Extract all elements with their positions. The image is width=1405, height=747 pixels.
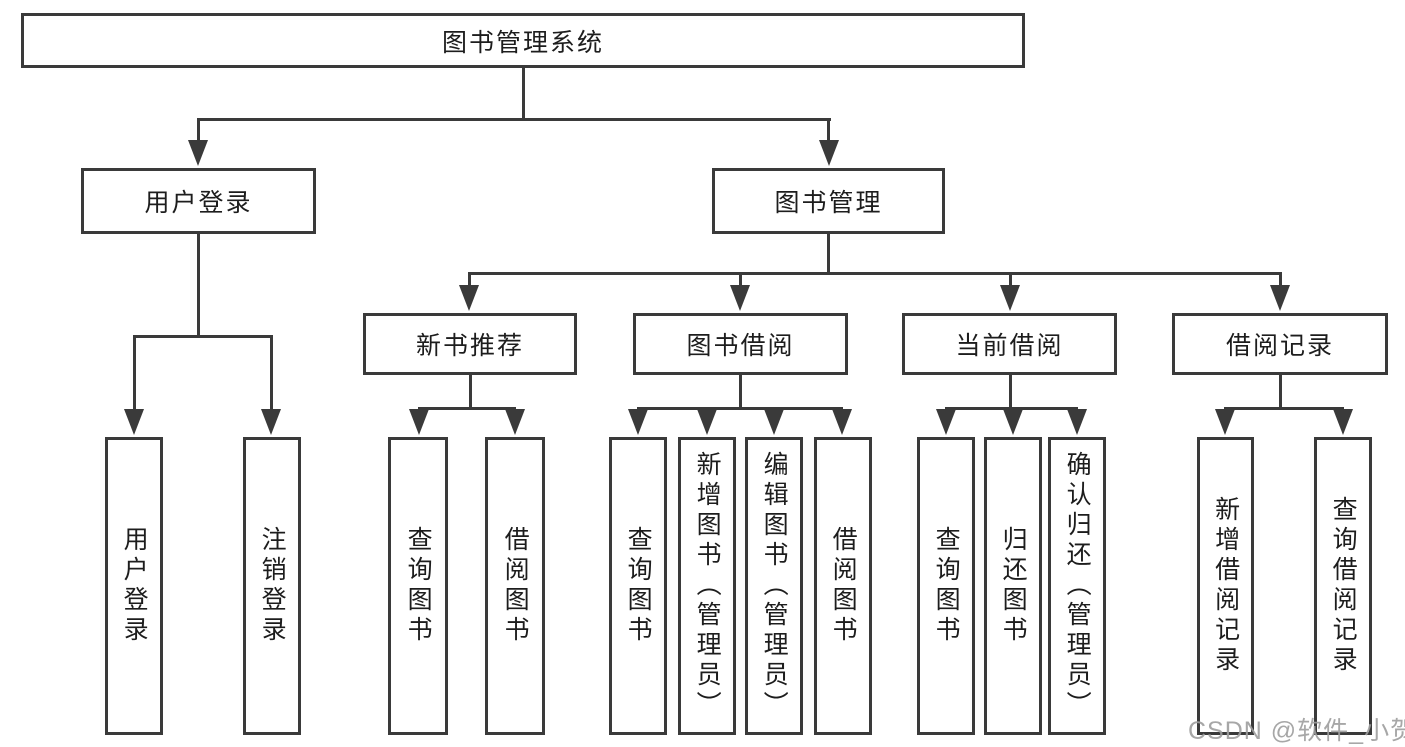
arrow-down-icon — [730, 285, 750, 311]
arrow-down-icon — [505, 409, 525, 435]
node-label: 用户登录 — [120, 526, 149, 646]
arrow-down-icon — [936, 409, 956, 435]
node-current-borrow: 当前借阅 — [902, 313, 1117, 375]
connector-line — [468, 272, 1282, 275]
arrow-down-icon — [409, 409, 429, 435]
csdn-watermark: CSDN @软件_小贺同学 — [1188, 717, 1405, 745]
node-label: 新书推荐 — [415, 332, 524, 360]
leaf-confirm-return-admin: 确认归还（管理员） — [1048, 437, 1106, 735]
arrow-down-icon — [1333, 409, 1353, 435]
node-label: 图书管理 — [774, 189, 883, 217]
arrow-down-icon — [819, 140, 839, 166]
arrow-down-icon — [124, 409, 144, 435]
leaf-edit-book-admin: 编辑图书（管理员） — [745, 437, 803, 735]
connector-stem — [197, 118, 200, 143]
node-label: 图书借阅 — [686, 332, 795, 360]
node-root: 图书管理系统 — [21, 13, 1025, 68]
connector-stem — [469, 375, 472, 407]
node-label: 当前借阅 — [955, 332, 1064, 360]
connector-line — [945, 407, 1078, 410]
node-label: 新增借阅记录 — [1211, 496, 1240, 676]
connector-stem — [1009, 272, 1012, 287]
connector-stem — [739, 272, 742, 287]
arrow-down-icon — [1215, 409, 1235, 435]
node-label: 新增图书（管理员） — [693, 451, 722, 721]
arrow-down-icon — [832, 409, 852, 435]
node-label: 确认归还（管理员） — [1063, 451, 1092, 721]
node-label: 编辑图书（管理员） — [760, 451, 789, 721]
leaf-query-borrow-record: 查询借阅记录 — [1314, 437, 1372, 735]
connector-line — [133, 335, 273, 338]
arrow-down-icon — [261, 409, 281, 435]
arrow-down-icon — [1067, 409, 1087, 435]
leaf-add-borrow-record: 新增借阅记录 — [1197, 437, 1254, 735]
node-label: 借阅图书 — [501, 526, 530, 646]
arrow-down-icon — [1000, 285, 1020, 311]
connector-stem — [1009, 375, 1012, 407]
node-book-borrow: 图书借阅 — [633, 313, 848, 375]
leaf-user-login: 用户登录 — [105, 437, 163, 735]
leaf-logout: 注销登录 — [243, 437, 301, 735]
node-label: 注销登录 — [258, 526, 287, 646]
arrow-down-icon — [764, 409, 784, 435]
connector-stem — [197, 234, 200, 336]
leaf-query-books-borrow: 查询图书 — [609, 437, 667, 735]
node-label: 归还图书 — [999, 526, 1028, 646]
leaf-borrow-books: 借阅图书 — [814, 437, 872, 735]
node-label: 查询借阅记录 — [1329, 496, 1358, 676]
connector-stem — [1279, 375, 1282, 407]
node-label: 借阅图书 — [829, 526, 858, 646]
connector-stem — [739, 375, 742, 407]
node-user-login: 用户登录 — [81, 168, 316, 234]
arrow-down-icon — [1270, 285, 1290, 311]
connector-stem — [133, 335, 136, 411]
connector-stem — [827, 234, 830, 272]
node-label: 借阅记录 — [1225, 332, 1334, 360]
arrow-down-icon — [459, 285, 479, 311]
node-borrow-records: 借阅记录 — [1172, 313, 1388, 375]
leaf-borrow-books-recommend: 借阅图书 — [485, 437, 545, 735]
connector-line — [1224, 407, 1344, 410]
node-book-management: 图书管理 — [712, 168, 945, 234]
connector-line — [197, 118, 831, 121]
node-label: 图书管理系统 — [441, 28, 604, 57]
connector-stem — [522, 68, 525, 118]
connector-stem — [270, 335, 273, 411]
arrow-down-icon — [188, 140, 208, 166]
connector-stem — [468, 272, 471, 287]
connector-stem — [1279, 272, 1282, 287]
node-label: 查询图书 — [404, 526, 433, 646]
connector-line — [418, 407, 516, 410]
arrow-down-icon — [628, 409, 648, 435]
connector-stem — [827, 118, 830, 143]
leaf-query-books-current: 查询图书 — [917, 437, 975, 735]
node-label: 查询图书 — [932, 526, 961, 646]
arrow-down-icon — [697, 409, 717, 435]
node-label: 查询图书 — [624, 526, 653, 646]
node-label: 用户登录 — [144, 189, 253, 217]
leaf-return-book: 归还图书 — [984, 437, 1042, 735]
node-new-book-recommend: 新书推荐 — [363, 313, 577, 375]
leaf-query-books-recommend: 查询图书 — [388, 437, 448, 735]
leaf-add-book-admin: 新增图书（管理员） — [678, 437, 736, 735]
arrow-down-icon — [1003, 409, 1023, 435]
connector-line — [637, 407, 843, 410]
